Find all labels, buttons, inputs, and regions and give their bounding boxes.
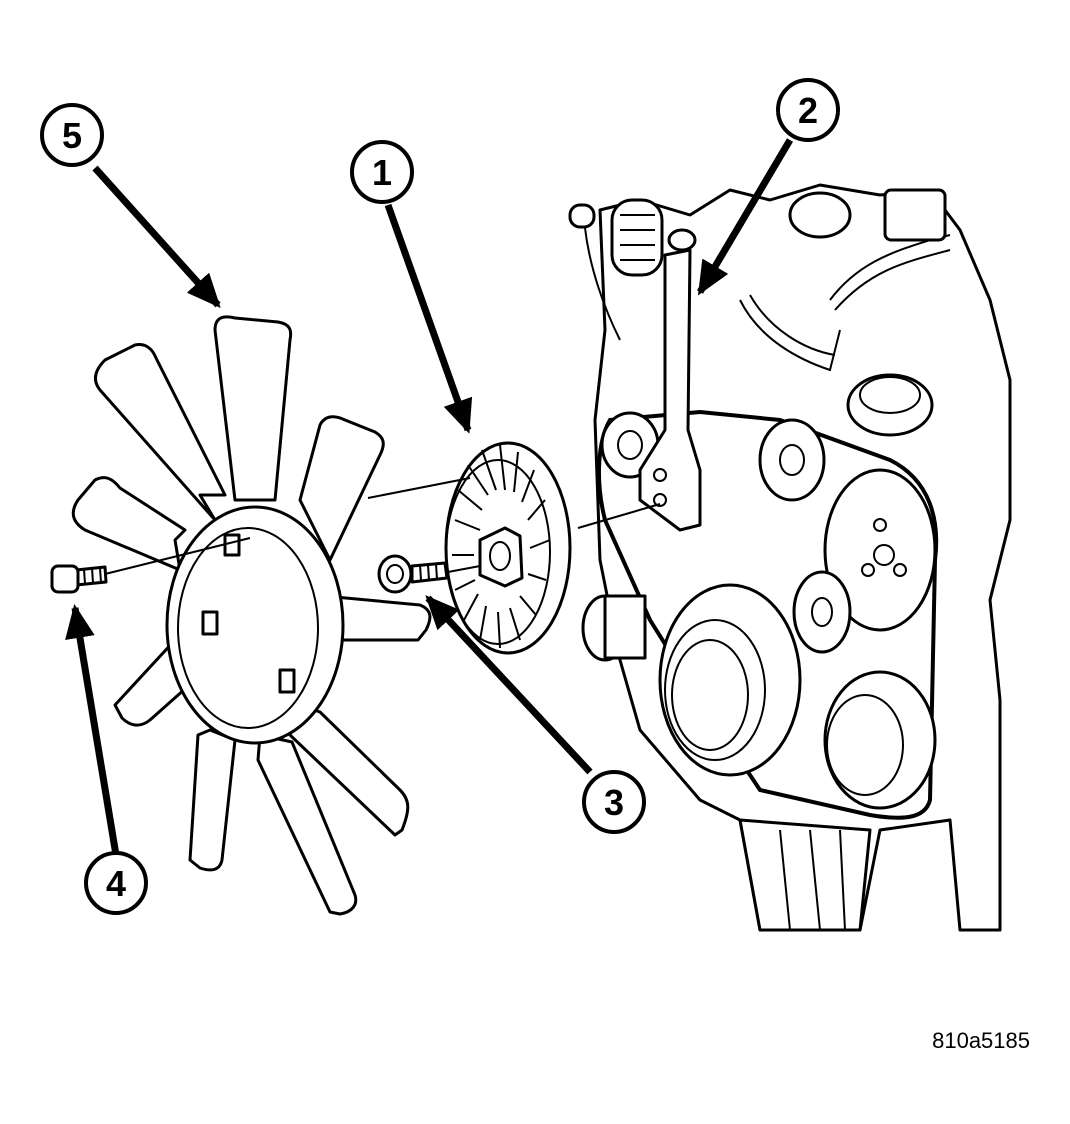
fan-blade: [188, 728, 237, 872]
fan-blade: [288, 703, 410, 837]
callout-label: 4: [106, 863, 126, 904]
callout-4: 4: [84, 851, 148, 915]
pulley-bolt: [377, 554, 449, 594]
callout-3: 3: [582, 770, 646, 834]
engine-pipe: [834, 249, 951, 311]
engine-pipe: [739, 299, 841, 372]
fan-hub-tab: [278, 668, 296, 694]
tensioner-pulley: [792, 570, 852, 654]
leader-arrow-2: [696, 138, 794, 296]
water-pump-pulley: [823, 468, 937, 632]
engine-bracket: [883, 188, 947, 242]
fan-blade: [256, 733, 358, 916]
callout-label: 2: [798, 90, 818, 131]
callout-label: 5: [62, 115, 82, 156]
callout-5: 5: [40, 103, 104, 167]
leader-arrow-5: [92, 165, 221, 308]
callout-label: 1: [372, 152, 392, 193]
fan-drive-shaft: [581, 594, 647, 662]
fan-hub-tab: [223, 533, 241, 557]
idler-pulley-mid: [758, 418, 826, 502]
engine-block: [593, 183, 1012, 932]
figure-reference-code: 810a5185: [932, 1028, 1030, 1053]
alignment-line: [447, 565, 481, 573]
sensor-housing: [610, 198, 664, 277]
leader-arrow-4: [65, 604, 120, 856]
alignment-line: [367, 477, 471, 499]
alignment-line: [577, 503, 661, 529]
engine-lower-cover: [738, 818, 872, 932]
callout-2: 2: [776, 78, 840, 142]
fan-hub-ring: [165, 505, 345, 745]
callout-label: 3: [604, 782, 624, 823]
fan-bolt: [50, 564, 108, 594]
cooling-fan: [71, 315, 432, 916]
reservoir-cap: [846, 373, 934, 437]
callout-1: 1: [350, 140, 414, 204]
crankshaft-damper: [658, 583, 802, 777]
fan-pulley: [444, 441, 572, 655]
fan-blade: [93, 343, 227, 522]
leader-arrow-1: [384, 203, 473, 434]
engine-assembly: [568, 183, 1012, 932]
leader-arrow-3: [425, 595, 593, 775]
fan-blade: [213, 315, 293, 502]
fan-blade: [298, 415, 385, 562]
alignment-line: [104, 537, 251, 575]
ground-wire: [584, 227, 621, 341]
pulley-ribs: [452, 444, 551, 649]
serpentine-belt: [597, 409, 939, 820]
fan-blade: [71, 476, 187, 572]
ground-strap: [568, 203, 596, 229]
engine-pipe: [749, 294, 836, 356]
pulley-hub: [478, 526, 524, 588]
fan-hub-tab: [201, 610, 219, 636]
top-cap: [788, 191, 852, 239]
alternator-pulley: [823, 670, 937, 810]
holding-tool: [638, 228, 702, 532]
